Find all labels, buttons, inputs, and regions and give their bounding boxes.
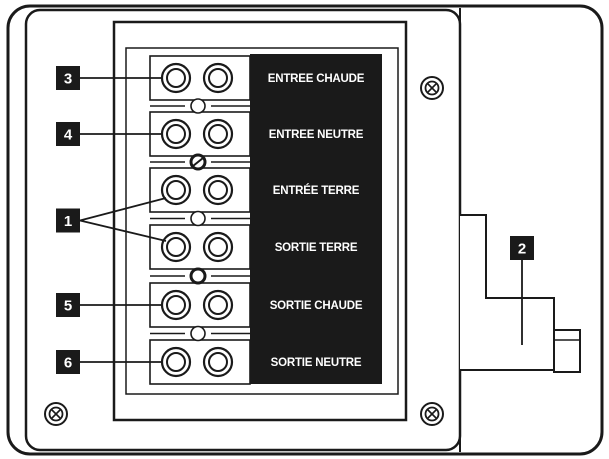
terminal-label: SORTIE CHAUDE <box>270 300 363 312</box>
leader-line <box>79 197 167 222</box>
callout-badge <box>56 66 80 90</box>
separator-dot <box>190 98 206 114</box>
callout-4: 4 <box>56 122 162 146</box>
wire-hole <box>160 231 192 263</box>
wire-hole <box>202 118 234 150</box>
wire-hole <box>202 174 234 206</box>
terminal-label: ENTRÉE TERRE <box>273 184 360 197</box>
callout-5: 5 <box>56 293 162 317</box>
callout-number: 1 <box>64 213 72 230</box>
wire-hole <box>160 289 192 321</box>
screw-icon <box>44 402 68 426</box>
separator-dot <box>190 325 206 342</box>
wire-hole <box>202 346 234 378</box>
row-separator <box>150 153 250 171</box>
wire-hole <box>202 289 234 321</box>
row-separator <box>150 267 250 285</box>
terminal-label: ENTREE NEUTRE <box>269 129 364 141</box>
callout-badge <box>56 122 80 146</box>
wire-hole <box>160 174 192 206</box>
terminal-label: SORTIE NEUTRE <box>271 357 362 369</box>
screw-icon <box>420 402 444 426</box>
terminal-row-sortie-terre: SORTIE TERRE <box>149 224 358 270</box>
side-component-outline <box>460 214 555 371</box>
callout-number: 2 <box>518 241 526 258</box>
wire-hole <box>202 62 234 94</box>
callout-3: 3 <box>56 66 162 90</box>
separator-dot <box>190 210 206 227</box>
wire-hole <box>160 346 192 378</box>
terminal-row-entree-neutre: ENTREE NEUTRE <box>149 111 364 157</box>
row-separator <box>150 325 250 342</box>
callout-number: 3 <box>64 71 72 88</box>
screw-icon <box>420 76 444 100</box>
terminal-frame-inner <box>125 47 399 395</box>
wire-hole <box>160 62 192 94</box>
wire-hole <box>202 231 234 263</box>
terminal-row-sortie-neutre: SORTIE NEUTRE <box>149 339 362 385</box>
callout-badge <box>56 293 80 317</box>
callout-number: 5 <box>64 298 72 315</box>
row-separator <box>150 210 250 227</box>
callout-2: 2 <box>510 236 534 345</box>
leader-line <box>79 219 167 242</box>
callout-6: 6 <box>56 350 162 374</box>
terminal-row-entree-chaude: ENTREE CHAUDE <box>149 55 365 101</box>
callout-badge <box>56 208 80 233</box>
separator-dot <box>189 267 207 285</box>
callout-badge <box>510 236 534 260</box>
terminal-label: SORTIE TERRE <box>275 242 358 254</box>
callout-badge <box>56 350 80 374</box>
terminal-label: ENTREE CHAUDE <box>268 73 365 85</box>
callout-1: 1 <box>56 197 167 242</box>
side-component-tab <box>553 329 581 373</box>
callout-number: 6 <box>64 355 72 372</box>
callout-number: 4 <box>64 127 73 144</box>
label-strip <box>250 54 382 384</box>
row-separator <box>150 98 250 114</box>
wire-hole <box>160 118 192 150</box>
